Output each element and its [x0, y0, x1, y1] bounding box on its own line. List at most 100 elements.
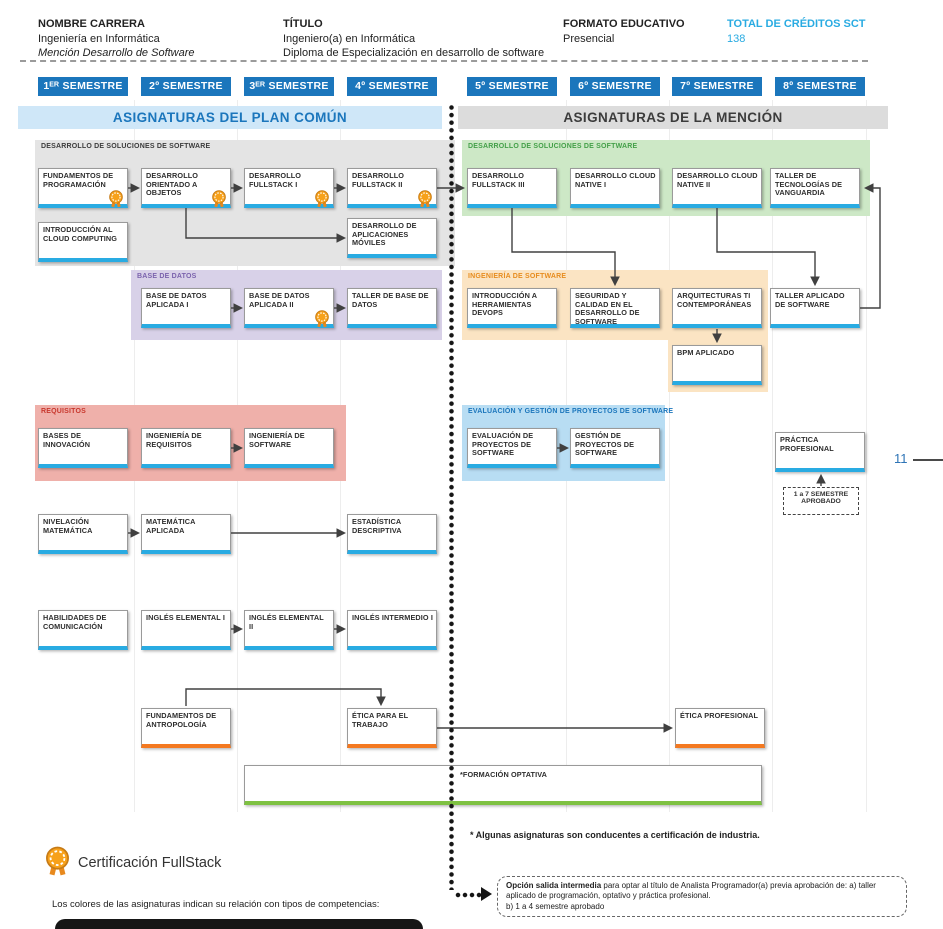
course-title: EVALUACIÓN DE PROYECTOS DE SOFTWARE — [472, 431, 534, 458]
course-desarrollo-fullstack-2: DESARROLLO FULLSTACK II — [347, 168, 437, 208]
course-ingenieria-software: INGENIERÍA DE SOFTWARE — [244, 428, 334, 468]
group-label: REQUISITOS — [41, 408, 87, 415]
semester-header-4: 4º SEMESTRE — [347, 77, 437, 96]
band-mencion: ASIGNATURAS DE LA MENCIÓN — [458, 106, 888, 129]
mencion-value: Mención Desarrollo de Software — [38, 47, 195, 59]
colors-note: Los colores de las asignaturas indican s… — [52, 899, 380, 910]
course-title: HABILIDADES DE COMUNICACIÓN — [43, 613, 107, 631]
course-nivelacion-matematica: NIVELACIÓN MATEMÁTICA — [38, 514, 128, 554]
course-title: TALLER DE TECNOLOGÍAS DE VANGUARDIA — [775, 171, 843, 198]
course-ingles-intermedio-1: INGLÉS INTERMEDIO I — [347, 610, 437, 650]
course-bpm-aplicado: BPM APLICADO — [672, 345, 762, 385]
page-number: 11 — [894, 451, 908, 466]
course-bases-innovacion: BASES DE INNOVACIÓN — [38, 428, 128, 468]
course-title: TALLER DE BASE DE DATOS — [352, 291, 429, 309]
course-formacion-optativa: *FORMACIÓN OPTATIVA — [244, 765, 762, 805]
course-title: ARQUITECTURAS TI CONTEMPORÁNEAS — [677, 291, 752, 309]
course-title: INGLÉS INTERMEDIO I — [352, 613, 433, 622]
course-title: DESARROLLO ORIENTADO A OBJETOS — [146, 171, 199, 198]
titulo-value: Ingeniero(a) en Informática — [283, 32, 416, 45]
course-title: PRÁCTICA PROFESIONAL — [780, 435, 834, 453]
semester-header-5: 5º SEMESTRE — [467, 77, 557, 96]
semester-header-8: 8º SEMESTRE — [775, 77, 865, 96]
certification-badge-icon — [211, 190, 227, 213]
salida-arrowhead-icon — [481, 887, 492, 901]
course-desarrollo-aplicaciones-moviles: DESARROLLO DE APLICACIONES MÓVILES — [347, 218, 437, 258]
group-label: BASE DE DATOS — [137, 273, 197, 280]
course-title: BASE DE DATOS APLICADA II — [249, 291, 310, 309]
course-title: ÉTICA PARA EL TRABAJO — [352, 711, 409, 729]
arrow-antropologia-etica — [185, 688, 386, 707]
course-title: *FORMACIÓN OPTATIVA — [459, 770, 548, 779]
course-title: GESTIÓN DE PROYECTOS DE SOFTWARE — [575, 431, 635, 458]
course-taller-aplicado-software: TALLER APLICADO DE SOFTWARE — [770, 288, 860, 328]
semester-header-7: 7º SEMESTRE — [672, 77, 762, 96]
course-title: DESARROLLO CLOUD NATIVE I — [575, 171, 656, 189]
course-title: BASE DE DATOS APLICADA I — [146, 291, 207, 309]
course-title: BASES DE INNOVACIÓN — [43, 431, 91, 449]
semester-header-6: 6º SEMESTRE — [570, 77, 660, 96]
carrera-label: NOMBRE CARRERA — [38, 18, 145, 30]
course-fundamentos-antropologia: FUNDAMENTOS DE ANTROPOLOGÍA — [141, 708, 231, 748]
course-title: INTRODUCCIÓN A HERRAMIENTAS DEVOPS — [472, 291, 537, 318]
carrera-value: Ingeniería en Informática — [38, 32, 160, 45]
course-base-datos-aplicada-2: BASE DE DATOS APLICADA II — [244, 288, 334, 328]
course-ingles-elemental-1: INGLÉS ELEMENTAL I — [141, 610, 231, 650]
course-ingles-elemental-2: INGLÉS ELEMENTAL II — [244, 610, 334, 650]
salida-text: para optar al título de Analista Program… — [506, 881, 876, 901]
course-desarrollo-fullstack-3: DESARROLLO FULLSTACK III — [467, 168, 557, 208]
course-title: DESARROLLO FULLSTACK I — [249, 171, 302, 189]
salida-dotted-connector — [455, 892, 481, 898]
semester-header-3: 3ᴱᴿ SEMESTRE — [244, 77, 334, 96]
certification-badge-icon — [417, 190, 433, 213]
salida-bold: Opción salida intermedia — [506, 881, 602, 890]
course-evaluacion-proyectos: EVALUACIÓN DE PROYECTOS DE SOFTWARE — [467, 428, 557, 468]
course-etica-para-el-trabajo: ÉTICA PARA EL TRABAJO — [347, 708, 437, 748]
fullstack-certification-medal-icon — [44, 846, 71, 882]
course-title: INGENIERÍA DE SOFTWARE — [249, 431, 305, 449]
course-title: ÉTICA PROFESIONAL — [680, 711, 759, 720]
certification-legend: Certificación FullStack — [78, 855, 222, 871]
course-estadistica-descriptiva: ESTADÍSTICA DESCRIPTIVA — [347, 514, 437, 554]
formato-label: FORMATO EDUCATIVO — [563, 18, 685, 30]
group-label: DESARROLLO DE SOLUCIONES DE SOFTWARE — [468, 143, 638, 150]
salida-intermedia-note: Opción salida intermedia para optar al t… — [497, 876, 907, 918]
course-title: DESARROLLO FULLSTACK III — [472, 171, 525, 189]
certification-badge-icon — [314, 190, 330, 213]
course-base-datos-aplicada-1: BASE DE DATOS APLICADA I — [141, 288, 231, 328]
header-titulo: TÍTULO Ingeniero(a) en Informática Diplo… — [283, 17, 544, 61]
course-title: BPM APLICADO — [677, 348, 735, 357]
column-guide — [669, 100, 670, 812]
certification-badge-icon — [108, 190, 124, 213]
header-formato: FORMATO EDUCATIVO Presencial — [563, 17, 685, 46]
course-taller-base-datos: TALLER DE BASE DE DATOS — [347, 288, 437, 328]
course-etica-profesional: ÉTICA PROFESIONAL — [675, 708, 765, 748]
course-title: INGLÉS ELEMENTAL I — [146, 613, 225, 622]
titulo-label: TÍTULO — [283, 18, 323, 30]
course-title: MATEMÁTICA APLICADA — [146, 517, 196, 535]
course-habilidades-comunicacion: HABILIDADES DE COMUNICACIÓN — [38, 610, 128, 650]
semester-header-2: 2º SEMESTRE — [141, 77, 231, 96]
course-matematica-aplicada: MATEMÁTICA APLICADA — [141, 514, 231, 554]
course-title: TALLER APLICADO DE SOFTWARE — [775, 291, 845, 309]
column-guide — [772, 100, 773, 812]
header-divider — [20, 60, 868, 62]
course-cloud-native-1: DESARROLLO CLOUD NATIVE I — [570, 168, 660, 208]
band-plan-comun: ASIGNATURAS DEL PLAN COMÚN — [18, 106, 442, 129]
plan-mencion-divider — [449, 104, 454, 890]
creditos-value: 138 — [727, 32, 746, 45]
semester-header-1: 1ᴱᴿ SEMESTRE — [38, 77, 128, 96]
course-arquitecturas-ti: ARQUITECTURAS TI CONTEMPORÁNEAS — [672, 288, 762, 328]
requisito-practica-nota: 1 a 7 SEMESTRE APROBADO — [783, 487, 859, 515]
course-title: FUNDAMENTOS DE ANTROPOLOGÍA — [146, 711, 217, 729]
course-title: DESARROLLO DE APLICACIONES MÓVILES — [352, 221, 417, 248]
course-introduccion-herramientas-devops: INTRODUCCIÓN A HERRAMIENTAS DEVOPS — [467, 288, 557, 328]
course-title: ESTADÍSTICA DESCRIPTIVA — [352, 517, 402, 535]
course-fundamentos-de-programacion: FUNDAMENTOS DE PROGRAMACIÓN — [38, 168, 128, 208]
certification-note: * Algunas asignaturas son conducentes a … — [470, 830, 760, 840]
course-practica-profesional: PRÁCTICA PROFESIONAL — [775, 432, 865, 472]
course-seguridad-calidad: SEGURIDAD Y CALIDAD EN EL DESARROLLO DE … — [570, 288, 660, 328]
certification-badge-icon — [314, 310, 330, 333]
course-title: DESARROLLO CLOUD NATIVE II — [677, 171, 758, 189]
